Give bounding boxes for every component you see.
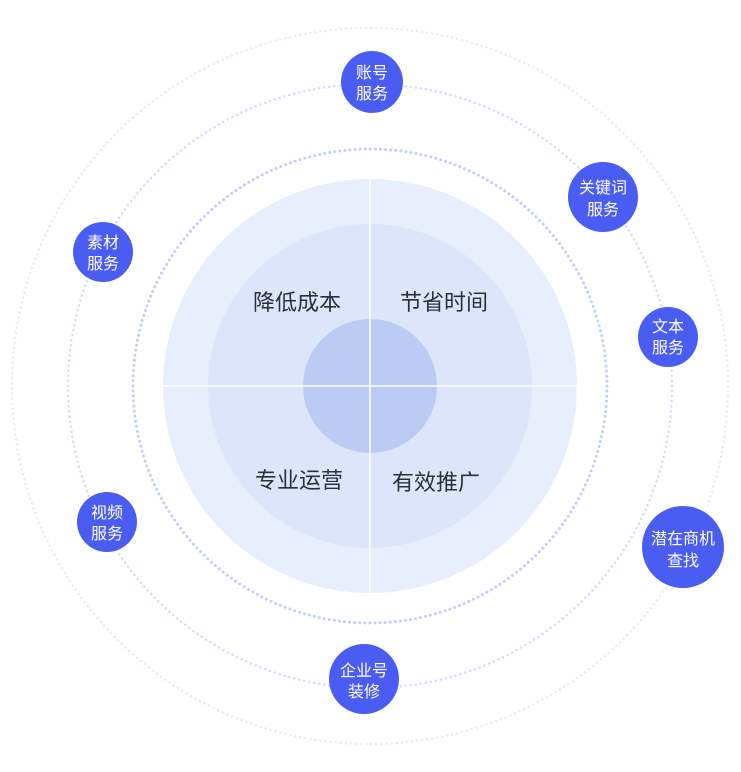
badge-line-2: 服务 — [587, 200, 619, 219]
quadrant-label-ops: 专业运营 — [255, 469, 343, 494]
service-badge-video[interactable]: 视频 服务 — [77, 492, 137, 552]
outer-dotted-ring — [10, 26, 730, 746]
badge-line-1: 素材 — [87, 233, 119, 252]
badge-circle — [73, 222, 133, 282]
badge-line-2: 查找 — [667, 551, 699, 570]
quadrant-label-time: 节省时间 — [400, 291, 488, 316]
badge-line-2: 服务 — [652, 338, 684, 357]
service-badge-text[interactable]: 文本 服务 — [638, 307, 698, 367]
badge-circle — [341, 51, 403, 113]
service-badge-decoration[interactable]: 企业号 装修 — [329, 644, 399, 714]
badge-line-1: 潜在商机 — [651, 529, 715, 548]
badge-line-2: 服务 — [91, 524, 123, 543]
badge-line-2: 服务 — [356, 84, 388, 103]
service-badge-opportunity[interactable]: 潜在商机 查找 — [642, 506, 724, 588]
badge-circle — [642, 506, 724, 588]
service-badge-keyword[interactable]: 关键词 服务 — [568, 162, 638, 232]
badge-line-1: 账号 — [356, 63, 388, 82]
quadrant-label-promo: 有效推广 — [392, 471, 480, 496]
badge-circle — [77, 492, 137, 552]
service-badge-account[interactable]: 账号 服务 — [341, 51, 403, 113]
badge-line-1: 关键词 — [579, 178, 627, 197]
inner-dotted-ring — [131, 147, 609, 625]
quadrant-label-cost: 降低成本 — [253, 291, 341, 316]
badge-line-2: 装修 — [348, 682, 380, 701]
badge-line-1: 企业号 — [340, 661, 388, 680]
badge-circle — [638, 307, 698, 367]
service-badge-material[interactable]: 素材 服务 — [73, 222, 133, 282]
badge-circle — [329, 644, 399, 714]
badge-line-2: 服务 — [87, 254, 119, 273]
badge-line-1: 文本 — [652, 317, 684, 336]
badge-line-1: 视频 — [91, 503, 123, 522]
badge-circle — [568, 162, 638, 232]
